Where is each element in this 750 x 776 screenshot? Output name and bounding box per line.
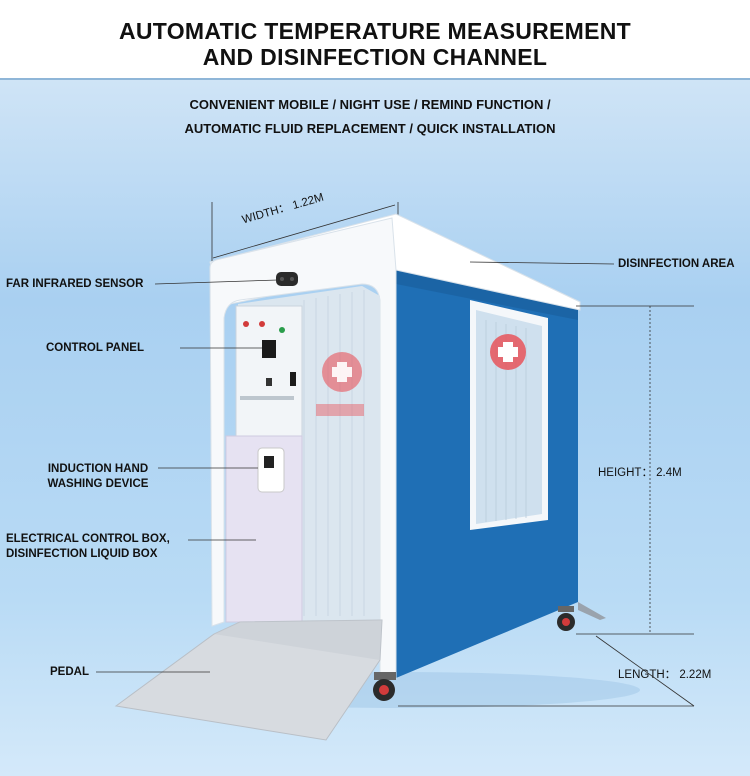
hand-washing-label: INDUCTION HAND WASHING DEVICE	[38, 462, 158, 492]
front-frame	[209, 217, 397, 681]
far-infrared-sensor-label: FAR INFRARED SENSOR	[6, 278, 144, 290]
rear-handle	[578, 602, 606, 620]
features-line2: AUTOMATIC FLUID REPLACEMENT / QUICK INST…	[184, 121, 556, 136]
page-title-line2: AND DISINFECTION CHANNEL	[202, 44, 548, 70]
hand-washing-label-line1: INDUCTION HAND	[47, 463, 149, 475]
control-panel-label: CONTROL PANEL	[46, 342, 144, 354]
length-dimension-label: LENGTH： 2.22M	[618, 669, 712, 681]
control-panel-box	[235, 305, 303, 437]
infrared-sensor	[276, 272, 298, 286]
callout-lines	[96, 261, 695, 707]
control-display	[262, 340, 276, 358]
header-divider	[0, 78, 750, 80]
control-box-label: ELECTRICAL CONTROL BOX, DISINFECTION LIQ…	[6, 532, 170, 562]
interior-sign	[316, 404, 364, 416]
page-title-line1: AUTOMATIC TEMPERATURE MEASUREMENT	[118, 18, 632, 44]
control-box-label-line1: ELECTRICAL CONTROL BOX,	[6, 533, 170, 545]
side-window-glass	[476, 310, 542, 524]
control-box-label-line2: DISINFECTION LIQUID BOX	[6, 548, 158, 560]
height-dimension-label: HEIGHT： 2.4M	[598, 467, 682, 479]
curtain-strips	[303, 290, 365, 616]
pedal-label: PEDAL	[50, 666, 89, 678]
features-line1: CONVENIENT MOBILE / NIGHT USE / REMIND F…	[189, 97, 551, 112]
hand-washing-device	[257, 447, 285, 493]
rear-wheel	[557, 606, 575, 631]
hand-washing-label-line2: WASHING DEVICE	[47, 478, 149, 490]
front-wheel	[373, 672, 396, 701]
disinfection-area-label: DISINFECTION AREA	[618, 258, 735, 270]
